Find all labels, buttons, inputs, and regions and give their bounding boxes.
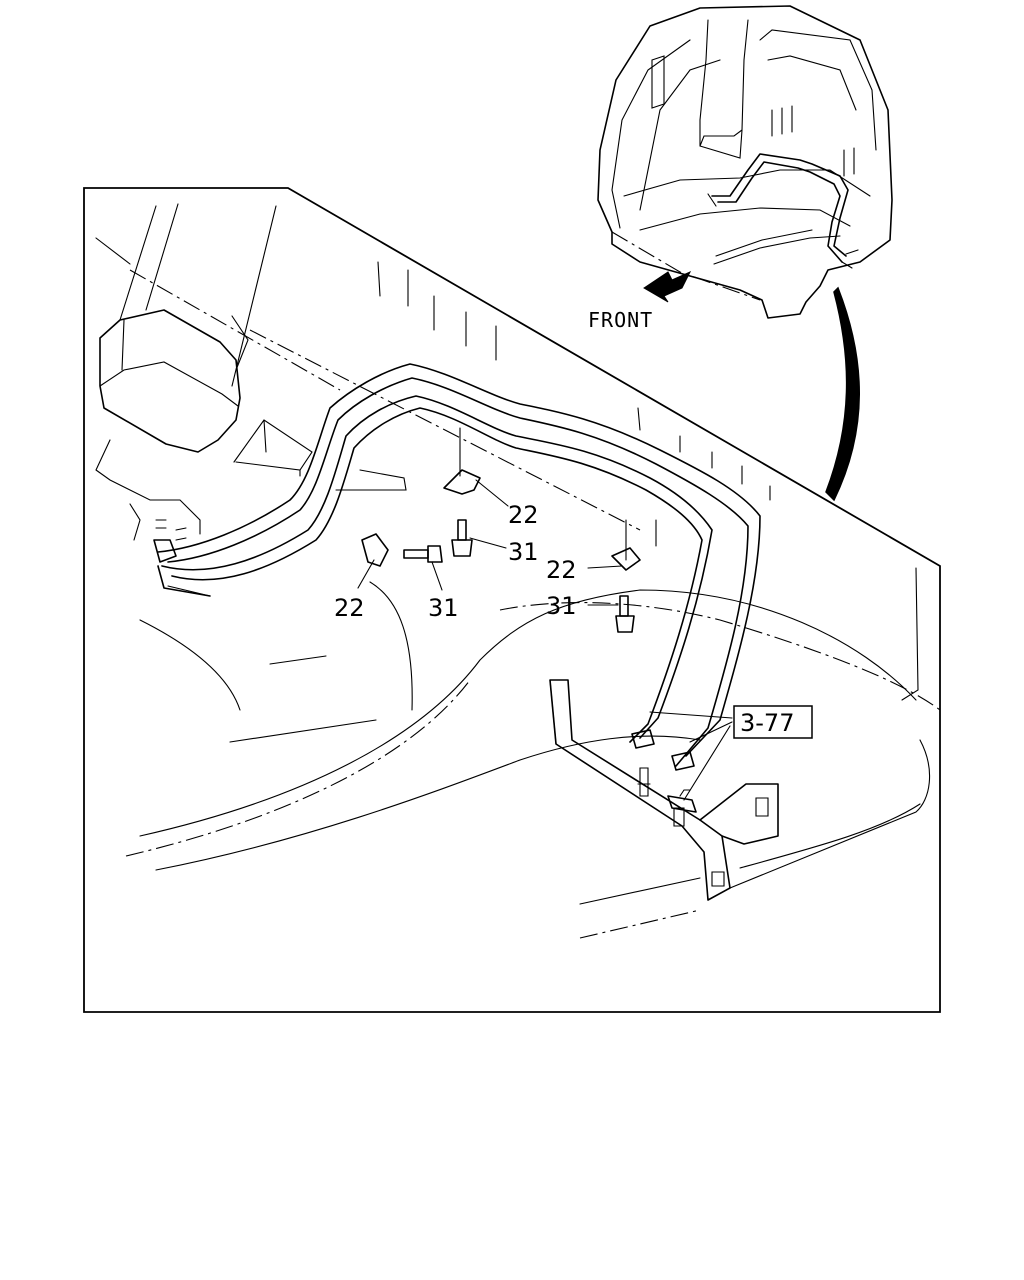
callout-31-upper: 31 [508,538,539,566]
leader-lines [357,479,733,801]
detail-view [95,203,941,939]
detail-frame [83,187,941,1013]
detail-pointer [825,286,860,502]
front-direction-label: FRONT [588,308,653,332]
callout-22-upper: 22 [508,501,539,529]
callout-22-left: 22 [334,594,365,622]
reference-label: 3-77 [740,709,794,737]
callout-31-right: 31 [546,592,577,620]
reference-box [733,705,813,739]
callout-31-left: 31 [428,594,459,622]
front-arrow-icon [643,270,692,303]
vehicle-overview-inset [597,5,893,319]
callout-22-right: 22 [546,556,577,584]
